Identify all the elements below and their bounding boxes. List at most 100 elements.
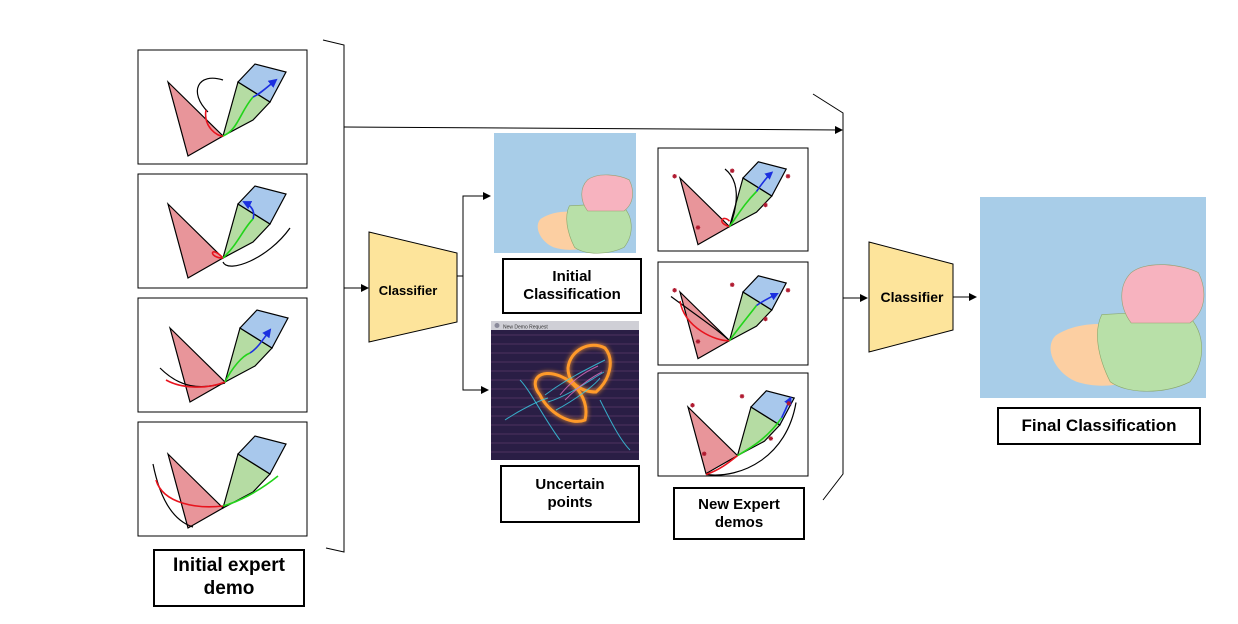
- demo-frame: [137, 49, 308, 165]
- new-demo-panel-2: [657, 261, 809, 366]
- demo-group-bracket: [322, 39, 345, 553]
- uncertainty-ring-upper: [566, 343, 612, 394]
- end-link: [750, 390, 796, 426]
- initial-demo-panel-2: [137, 173, 308, 289]
- green-segment: [728, 305, 758, 342]
- demo-frame: [657, 372, 809, 477]
- demo-frame: [137, 421, 308, 537]
- sample-star: [739, 393, 745, 399]
- new-expert-demos-label: New Expert demos: [673, 487, 805, 540]
- demo-trace: [564, 371, 603, 401]
- blue-segment: [756, 292, 779, 307]
- green-region: [566, 202, 632, 254]
- green-segment: [224, 352, 251, 383]
- sample-star: [785, 173, 791, 179]
- robot-arm: [672, 161, 791, 246]
- blue-segment: [755, 171, 774, 192]
- classifier-block-2: [868, 241, 954, 353]
- initial-demo-panel-4: [137, 421, 308, 537]
- classifier-block: [368, 231, 458, 343]
- demo-trace: [504, 397, 549, 421]
- demo-trace: [555, 377, 601, 411]
- sample-star: [786, 401, 792, 406]
- heatmap-background: [491, 321, 639, 460]
- triangle-link: [168, 326, 226, 403]
- demo-frame: [137, 297, 308, 413]
- uncertainty-heatmap: New Demo Request: [491, 321, 639, 460]
- blue-segment: [242, 201, 255, 220]
- robot-arm: [159, 309, 289, 403]
- sample-star: [695, 339, 701, 344]
- triangle-link: [166, 80, 224, 157]
- initial-classification-map: [494, 133, 636, 254]
- red-segment: [679, 300, 730, 342]
- green-segment: [737, 417, 783, 457]
- classifier-label: Classifier: [379, 283, 438, 298]
- demo-trajectory: [670, 296, 730, 342]
- class-regions: [1050, 264, 1205, 392]
- pink-region: [1121, 264, 1205, 324]
- demo-trajectory: [222, 227, 291, 267]
- demo-trajectory: [705, 402, 797, 476]
- classifier-label-2: Classifier: [880, 289, 944, 305]
- uncertain-points-label: Uncertain points: [500, 465, 640, 523]
- end-link: [237, 185, 287, 225]
- sample-star: [701, 451, 707, 457]
- new-demo-bracket: [812, 93, 844, 501]
- end-link: [742, 275, 788, 311]
- pink-region: [581, 174, 633, 212]
- red-segment: [204, 109, 224, 137]
- sample-star: [785, 287, 791, 293]
- end-link: [237, 435, 287, 475]
- sample-star: [763, 316, 768, 322]
- sample-star: [763, 202, 768, 208]
- green-segment: [728, 190, 758, 228]
- triangle-link: [166, 452, 224, 529]
- triangle-link: [166, 202, 224, 279]
- demo-frame: [137, 173, 308, 289]
- red-segment: [721, 217, 731, 228]
- green-segment: [222, 218, 254, 259]
- robot-arm: [166, 185, 291, 279]
- window-icon: [494, 323, 500, 328]
- arrow-to-initial-classification: [457, 192, 491, 277]
- triangle-link: [686, 405, 739, 475]
- red-segment: [165, 379, 226, 388]
- red-segment: [211, 251, 224, 259]
- triangle-link: [678, 290, 731, 360]
- initial-demo-panel-1: [137, 49, 308, 165]
- class-regions: [537, 174, 633, 254]
- demo-trace: [544, 359, 606, 396]
- sample-star: [729, 282, 735, 288]
- sample-star: [690, 402, 695, 408]
- robot-arm: [686, 390, 797, 476]
- demo-trace: [599, 399, 631, 451]
- initial-demo-panel-3: [137, 297, 308, 413]
- final-classification-map: [980, 197, 1206, 398]
- uncertainty-ring-lower: [533, 371, 588, 423]
- blue-segment: [249, 328, 272, 354]
- end-link: [237, 63, 287, 103]
- demo-trace: [559, 365, 599, 396]
- sample-star: [672, 173, 677, 179]
- sample-star: [672, 287, 677, 293]
- sample-star: [729, 168, 735, 174]
- green-region: [1097, 310, 1202, 392]
- initial-classification-label: Initial Classification: [502, 258, 642, 314]
- demo-trajectory: [152, 463, 194, 528]
- new-demo-panel-3: [657, 372, 809, 477]
- blue-segment: [252, 78, 278, 98]
- robot-arm: [152, 435, 287, 529]
- window-titlebar: [491, 321, 639, 330]
- robot-arm: [670, 275, 791, 360]
- demo-frame: [657, 147, 809, 252]
- sample-star: [768, 436, 774, 441]
- demo-trajectory: [196, 77, 224, 113]
- green-segment: [222, 475, 279, 507]
- demo-trace: [519, 379, 561, 441]
- green-segment: [222, 96, 254, 137]
- demo-frame: [657, 261, 809, 366]
- final-classification-label: Final Classification: [997, 407, 1201, 445]
- new-demo-panel-1: [657, 147, 809, 252]
